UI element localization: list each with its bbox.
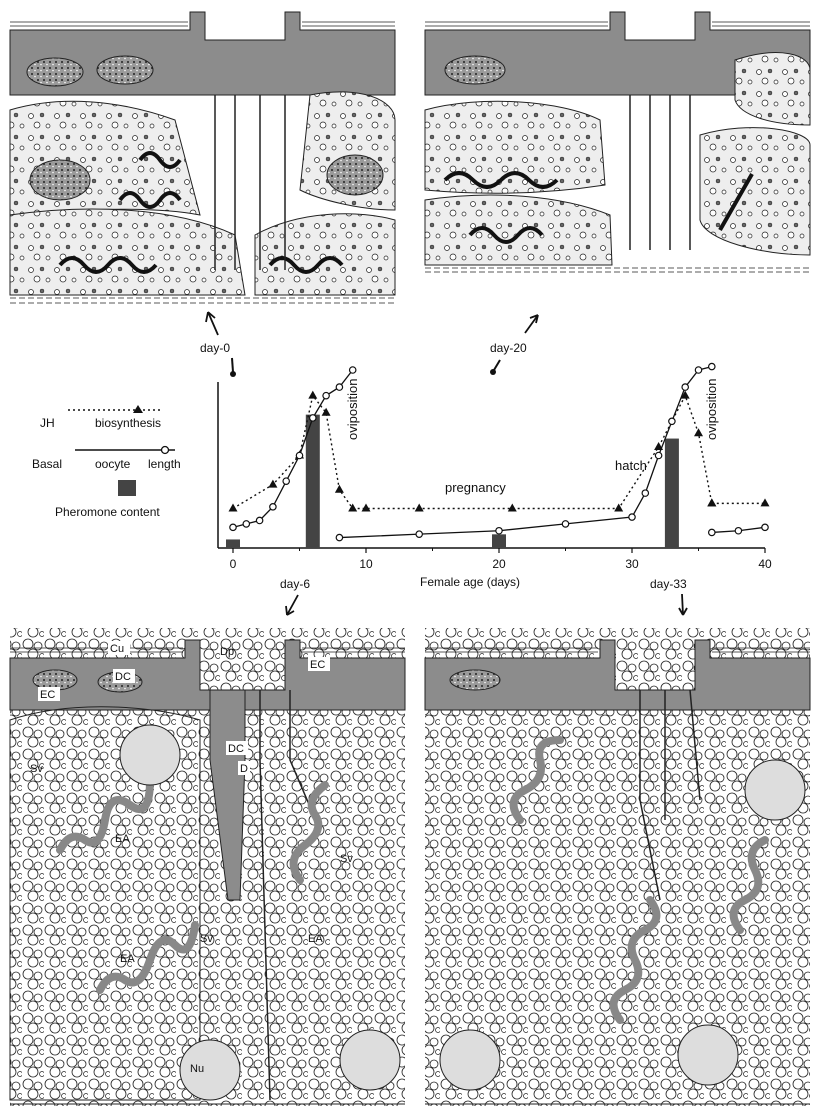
oocyte-point [709, 529, 715, 535]
jh-point [694, 428, 703, 436]
oocyte-point [669, 418, 675, 424]
label-cu: Cu [110, 643, 124, 655]
x-tick-label: 20 [492, 557, 506, 571]
oocyte-point [655, 452, 661, 458]
oocyte-point [296, 452, 302, 458]
panel-day-6 [10, 628, 405, 1106]
legend-basal-prefix: Basal [32, 457, 62, 471]
jh-point [322, 408, 331, 416]
oocyte-point [256, 517, 262, 523]
jh-point [761, 498, 770, 506]
oocyte-point [310, 415, 316, 421]
oocyte-point [735, 528, 741, 534]
arrow-day-0 [206, 312, 218, 335]
label-day-33: day-33 [650, 577, 687, 591]
oocyte-point [416, 531, 422, 537]
oocyte-point [695, 367, 701, 373]
x-ticks: 0 10 20 30 40 [230, 548, 772, 571]
label-ea-1: EA [115, 833, 130, 845]
label-ec-left: EC [40, 689, 55, 701]
arrow-day-33 [679, 594, 687, 615]
legend-basal-marker [162, 447, 169, 454]
jh-point [415, 504, 424, 512]
x-axis-label: Female age (days) [420, 575, 520, 589]
oocyte-point [642, 490, 648, 496]
label-sv-3: Sv [200, 933, 213, 945]
label-sv-1: Sv [30, 763, 43, 775]
legend-jh-marker [133, 405, 143, 413]
legend-basal-text-1: oocyte [95, 457, 131, 471]
pheromone-bar [306, 415, 320, 548]
arrow-day-6 [286, 595, 298, 615]
x-tick-label: 30 [625, 557, 639, 571]
pin-day-20 [490, 369, 496, 375]
label-dc-mid: DC [228, 743, 244, 755]
legend-pheromone-text: Pheromone content [55, 505, 160, 519]
oocyte-point [562, 521, 568, 527]
arrow-day-20 [525, 315, 538, 333]
oocyte-point [682, 384, 688, 390]
legend: JH biosynthesis Basal oocyte length Pher… [32, 405, 181, 519]
oocyte-point [243, 521, 249, 527]
label-sv-2: Sv [340, 853, 353, 865]
pheromone-bar [665, 439, 679, 548]
panel-day-0 [10, 12, 395, 303]
oocyte-point [496, 528, 502, 534]
label-nu: Nu [190, 1063, 204, 1075]
oocyte-point [762, 524, 768, 530]
legend-basal-text-2: length [148, 457, 181, 471]
x-tick-label: 40 [758, 557, 772, 571]
jh-point [508, 504, 517, 512]
annotation-pregnancy: pregnancy [445, 480, 506, 495]
label-day-0: day-0 [200, 341, 230, 355]
panel-day-20 [425, 12, 810, 272]
annotation-oviposition-1: oviposition [345, 379, 360, 440]
jh-point [362, 504, 371, 512]
x-tick-label: 0 [230, 557, 237, 571]
panel-markers: day-0 day-20 day-6 day-33 [200, 312, 687, 615]
pheromone-bar [226, 539, 240, 548]
oocyte-line-1 [339, 367, 711, 538]
pin-day-0 [230, 371, 236, 377]
oocyte-point [336, 534, 342, 540]
panel-day-33 [425, 628, 810, 1106]
label-dc-top: DC [115, 671, 131, 683]
legend-jh-text: biosynthesis [95, 416, 161, 430]
jh-point [707, 498, 716, 506]
label-ea-3: EA [120, 953, 135, 965]
label-ec-right: EC [310, 659, 325, 671]
oocyte-point [350, 367, 356, 373]
oocyte-point [323, 392, 329, 398]
legend-pheromone-swatch [118, 480, 136, 496]
jh-point [335, 485, 344, 493]
jh-point [308, 391, 317, 399]
label-day-20: day-20 [490, 341, 527, 355]
legend-jh-prefix: JH [40, 416, 55, 430]
jh-point [229, 504, 238, 512]
annotation-hatch: hatch [615, 458, 647, 473]
oocyte-point [629, 514, 635, 520]
label-dp: Dp [220, 646, 234, 658]
label-d: D [240, 763, 248, 775]
oocyte-point [336, 384, 342, 390]
x-tick-label: 10 [359, 557, 373, 571]
oocyte-line-0 [233, 370, 353, 527]
oocyte-point [230, 524, 236, 530]
pheromone-bar [492, 534, 506, 548]
oocyte-point [283, 478, 289, 484]
oocyte-point [270, 504, 276, 510]
oocyte-point [709, 363, 715, 369]
label-ea-2: EA [308, 933, 323, 945]
label-day-6: day-6 [280, 577, 310, 591]
annotation-oviposition-2: oviposition [704, 379, 719, 440]
